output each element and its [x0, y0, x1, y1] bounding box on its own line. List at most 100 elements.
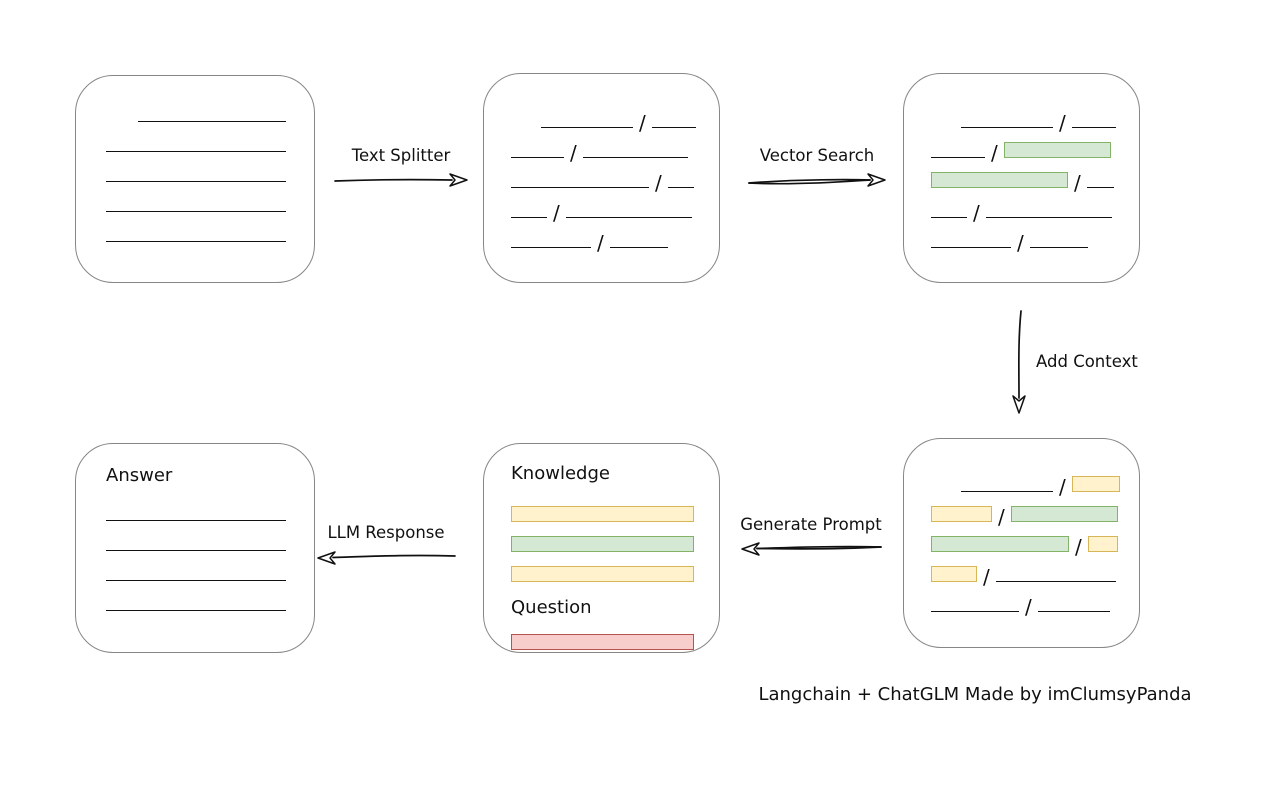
chunk-row: / — [931, 188, 1139, 223]
text-line — [582, 157, 688, 158]
text-line — [931, 611, 1019, 612]
chunk-row: / — [931, 218, 1139, 253]
chunk-lines: / / / / / — [484, 74, 719, 253]
text-line — [995, 581, 1116, 582]
text-line — [541, 127, 633, 128]
prompt-box: Knowledge Question — [483, 443, 720, 653]
answer-label: Answer — [106, 465, 173, 486]
green-chunk — [1010, 506, 1118, 522]
vector-search-label: Vector Search — [759, 146, 875, 165]
llm-response-arrow — [317, 551, 456, 565]
chunk-separator: / — [1059, 111, 1066, 135]
chunk-separator: / — [553, 201, 560, 225]
yellow-chunk — [511, 506, 694, 522]
green-chunk — [1003, 142, 1111, 158]
chunk-row: / — [511, 128, 719, 163]
text-line — [138, 121, 286, 122]
text-line — [931, 217, 967, 218]
chunk-row: / — [931, 522, 1139, 557]
yellow-chunk — [1071, 476, 1120, 492]
chunk-row — [511, 522, 719, 552]
context-chunks-box: / / / / / — [903, 438, 1140, 648]
text-line — [1037, 611, 1110, 612]
source-document-box — [75, 75, 315, 283]
chunk-row — [511, 620, 719, 650]
text-line — [106, 610, 286, 611]
chunk-separator: / — [998, 505, 1005, 529]
yellow-chunk — [1087, 536, 1118, 552]
llm-response-label: LLM Response — [327, 523, 445, 542]
chunk-separator: / — [1059, 475, 1066, 499]
chunk-row — [106, 581, 314, 611]
chunk-row: / — [931, 552, 1139, 587]
chunk-separator: / — [1025, 595, 1032, 619]
diagram-caption: Langchain + ChatGLM Made by imClumsyPand… — [758, 684, 1192, 705]
text-line — [565, 217, 692, 218]
green-chunk — [931, 172, 1068, 188]
add-context-label: Add Context — [1036, 352, 1138, 371]
chunk-separator: / — [983, 565, 990, 589]
chunk-separator: / — [655, 171, 662, 195]
answer-lines — [106, 491, 314, 611]
text-line — [511, 187, 649, 188]
text-line — [511, 217, 547, 218]
chunk-row: / — [931, 582, 1139, 617]
red-chunk — [511, 634, 694, 650]
answer-box: Answer — [75, 443, 315, 653]
chunk-separator: / — [1074, 171, 1081, 195]
question-bar — [511, 620, 719, 650]
text-line — [961, 127, 1053, 128]
chunk-separator: / — [639, 111, 646, 135]
chunk-row — [106, 152, 314, 182]
text-splitter-label: Text Splitter — [351, 146, 451, 165]
chunk-row: / — [931, 98, 1139, 133]
question-label: Question — [511, 597, 592, 618]
vector-search-arrow — [748, 173, 886, 187]
chunk-row — [106, 92, 314, 122]
context-chunk-lines: / / / / / — [904, 439, 1139, 617]
chunk-row — [106, 521, 314, 551]
chunk-row — [106, 182, 314, 212]
yellow-chunk — [931, 566, 977, 582]
chunk-separator: / — [570, 141, 577, 165]
knowledge-label: Knowledge — [511, 463, 610, 484]
text-line — [511, 247, 591, 248]
chunk-row: / — [511, 218, 719, 253]
generate-prompt-label: Generate Prompt — [740, 515, 882, 534]
matched-chunk-lines: / / / / / — [904, 74, 1139, 253]
chunk-row: / — [931, 128, 1139, 163]
yellow-chunk — [511, 566, 694, 582]
chunk-separator: / — [597, 231, 604, 255]
green-chunk — [931, 536, 1069, 552]
chunk-separator: / — [1017, 231, 1024, 255]
text-line — [106, 550, 286, 551]
chunk-separator: / — [973, 201, 980, 225]
text-line — [985, 217, 1112, 218]
generate-prompt-arrow — [741, 542, 882, 556]
text-line — [511, 157, 564, 158]
chunk-row — [511, 492, 719, 522]
text-line — [961, 491, 1053, 492]
chunk-separator: / — [991, 141, 998, 165]
chunk-row: / — [511, 98, 719, 133]
chunk-row: / — [511, 188, 719, 223]
chunk-row: / — [511, 158, 719, 193]
chunk-row — [511, 552, 719, 582]
text-line — [1029, 247, 1088, 248]
chunk-row: / — [931, 158, 1139, 193]
add-context-arrow — [1012, 310, 1026, 414]
text-line — [106, 520, 286, 521]
document-lines — [76, 76, 314, 242]
chunk-row: / — [931, 492, 1139, 527]
text-line — [106, 580, 286, 581]
text-line — [106, 151, 286, 152]
text-line — [931, 247, 1011, 248]
green-chunk — [511, 536, 694, 552]
chunk-row — [106, 551, 314, 581]
knowledge-bars — [511, 492, 719, 582]
yellow-chunk — [931, 506, 992, 522]
text-line — [931, 157, 985, 158]
chunk-row — [106, 491, 314, 521]
chunk-separator: / — [1075, 535, 1082, 559]
